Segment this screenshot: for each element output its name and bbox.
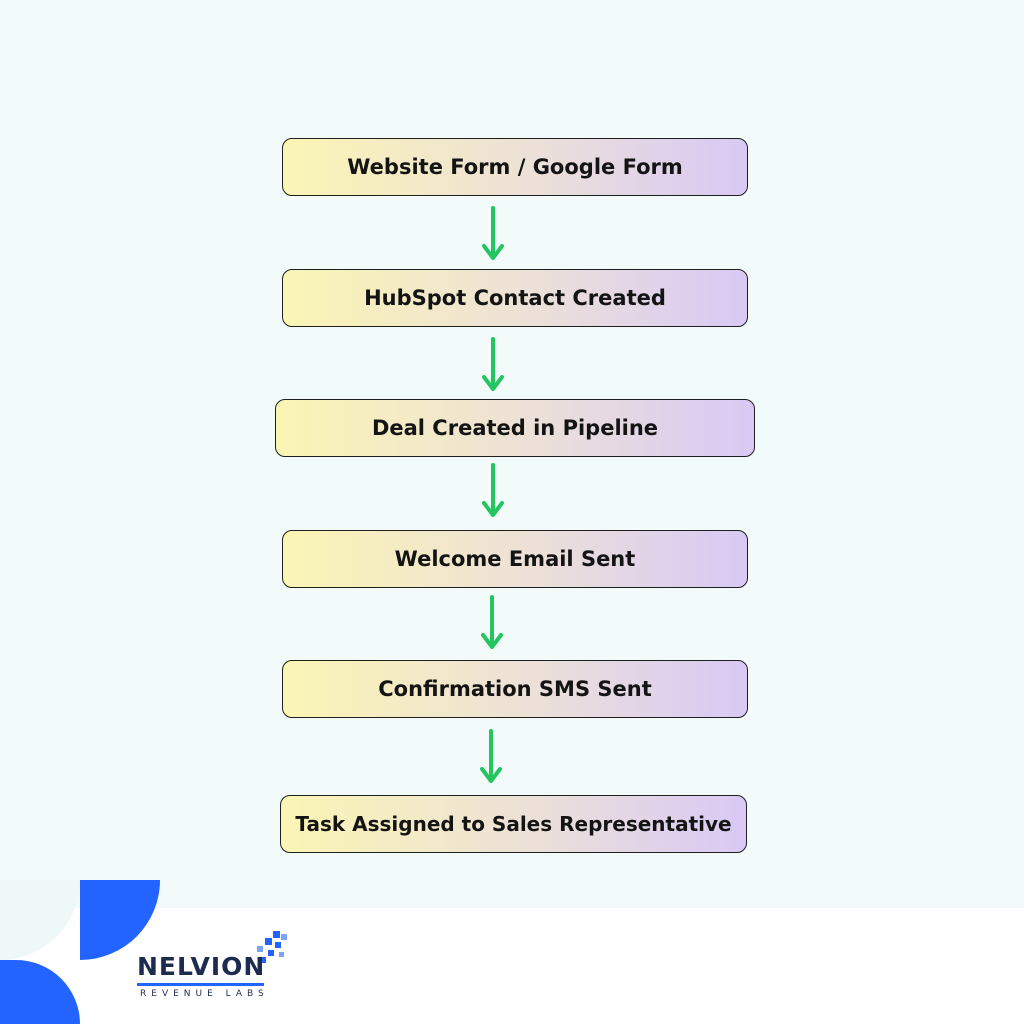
step-hubspot-contact: HubSpot Contact Created xyxy=(282,269,748,327)
arrow-down-icon xyxy=(480,729,502,783)
pixel-dots-icon xyxy=(257,931,287,963)
arrow-down-icon xyxy=(481,595,503,649)
step-task-assigned: Task Assigned to Sales Representative xyxy=(280,795,747,853)
arrow-down-icon xyxy=(482,206,504,260)
arrow-down-icon xyxy=(482,463,504,517)
brand-underline xyxy=(137,983,264,986)
arrow-down-icon xyxy=(482,337,504,391)
logo-decoration xyxy=(0,880,300,1024)
brand-tagline: REVENUE LABS xyxy=(140,989,269,999)
step-deal-created: Deal Created in Pipeline xyxy=(275,399,755,457)
step-website-form: Website Form / Google Form xyxy=(282,138,748,196)
step-welcome-email: Welcome Email Sent xyxy=(282,530,748,588)
brand-name: NELVION xyxy=(137,952,266,981)
step-confirmation-sms: Confirmation SMS Sent xyxy=(282,660,748,718)
